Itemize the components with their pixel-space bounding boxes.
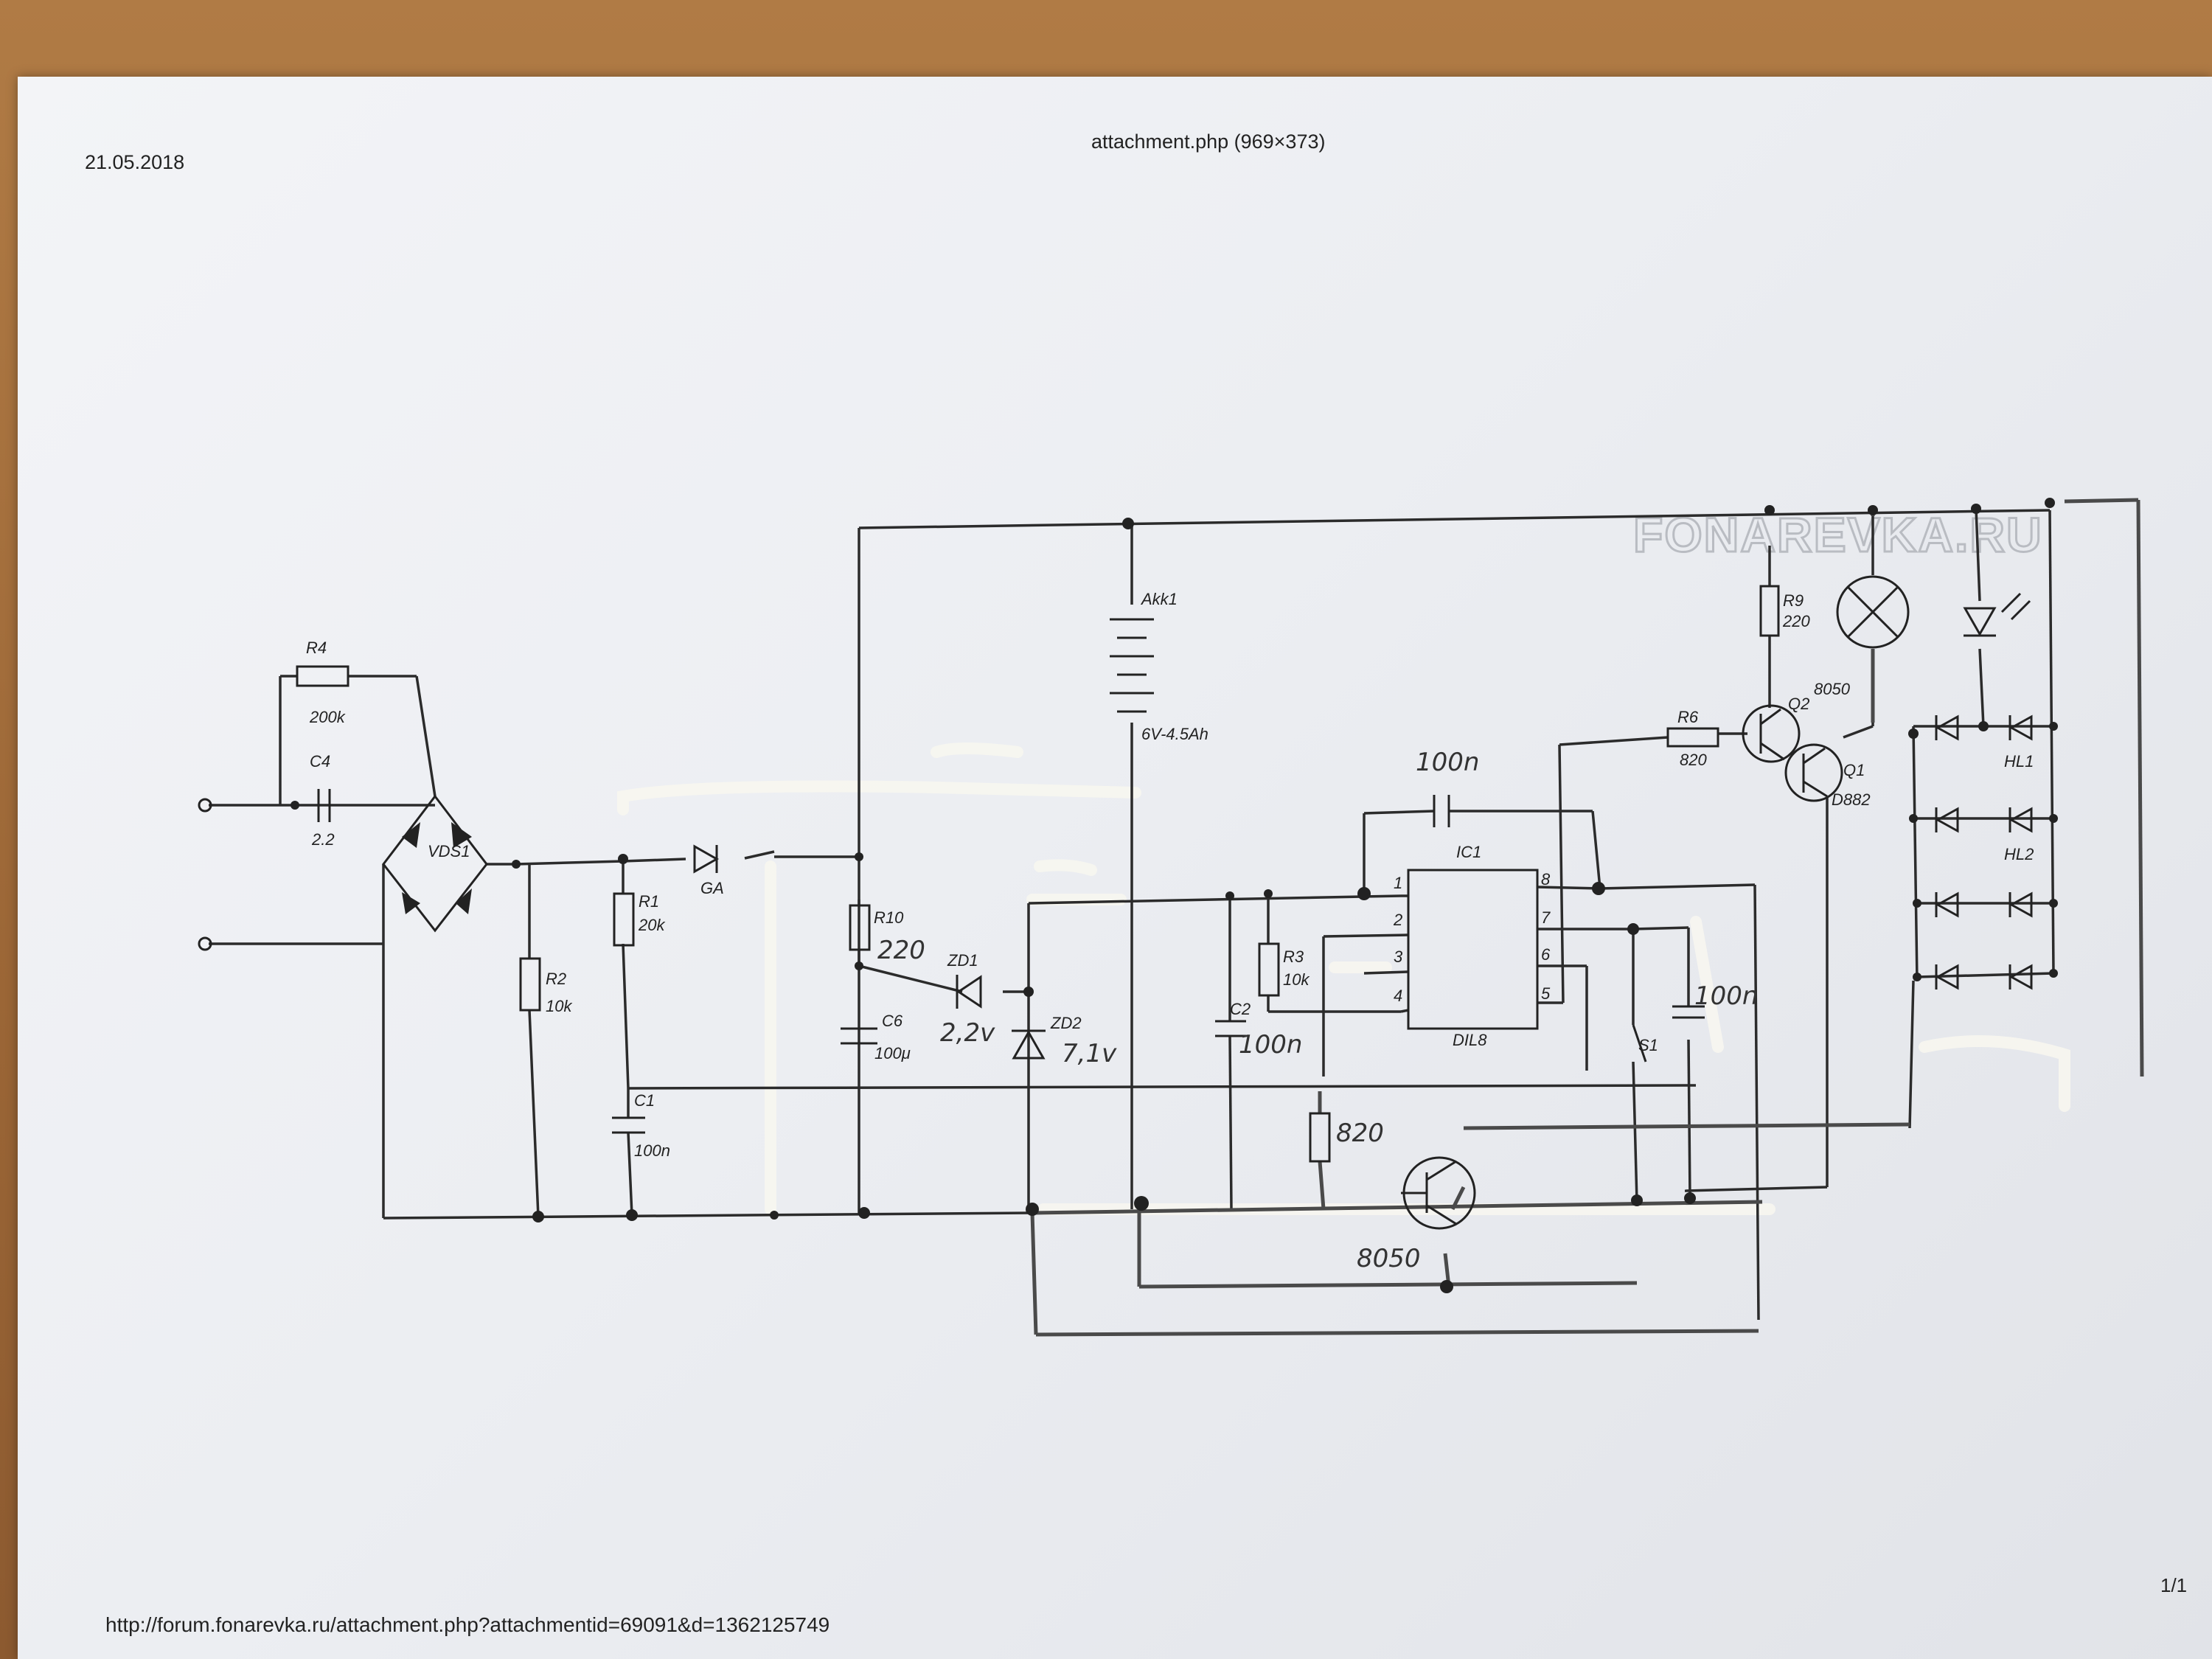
- svg-text:8050: 8050: [1357, 1244, 1421, 1273]
- capacitor-right: 100n: [1672, 981, 1758, 1019]
- svg-text:100n: 100n: [1416, 748, 1479, 777]
- svg-text:100n: 100n: [1694, 981, 1758, 1011]
- led-icon: [1935, 891, 2033, 918]
- svg-text:R10: R10: [874, 908, 904, 927]
- svg-text:C4: C4: [310, 752, 330, 771]
- svg-text:ZD1: ZD1: [947, 951, 978, 970]
- capacitor-c6: C6 100μ: [841, 1012, 911, 1062]
- led-icon: [1935, 807, 2033, 833]
- svg-text:7,1v: 7,1v: [1062, 1039, 1117, 1068]
- svg-text:Q2: Q2: [1788, 695, 1809, 713]
- svg-text:C2: C2: [1230, 1000, 1251, 1018]
- svg-text:2.2: 2.2: [311, 830, 335, 849]
- led-icon: [1935, 964, 2033, 990]
- ic1-chip: IC1 DIL8 1 2 3 4 8 7 6 5: [1393, 843, 1551, 1049]
- resistor-hand-820: 820: [1309, 1112, 1384, 1163]
- print-title: attachment.php (969×373): [1091, 131, 1326, 153]
- svg-text:7: 7: [1541, 908, 1551, 927]
- svg-text:20k: 20k: [638, 916, 665, 934]
- svg-text:R9: R9: [1783, 591, 1804, 610]
- resistor-r6: R6 820: [1666, 708, 1719, 769]
- print-date: 21.05.2018: [85, 151, 185, 173]
- led-icon: [1935, 714, 2033, 741]
- junction-dots: [291, 498, 2058, 1293]
- svg-text:DIL8: DIL8: [1453, 1031, 1487, 1049]
- transistor-q1: Q1 D882: [1784, 743, 1871, 809]
- svg-text:220: 220: [1782, 612, 1810, 630]
- capacitor-c1: C1 100n: [612, 1091, 670, 1160]
- svg-text:8050: 8050: [1814, 680, 1851, 698]
- led-top-icon: [1963, 592, 2031, 637]
- svg-text:2: 2: [1393, 911, 1402, 929]
- svg-text:820: 820: [1680, 751, 1707, 769]
- svg-text:5: 5: [1541, 984, 1551, 1003]
- transistor-hand-8050: 8050: [1357, 1156, 1476, 1273]
- svg-text:C1: C1: [634, 1091, 655, 1110]
- resistor-r3: R3 10k: [1258, 942, 1310, 997]
- svg-text:220: 220: [877, 936, 925, 965]
- zener-zd2: ZD2 7,1v: [1012, 1014, 1117, 1068]
- wires: [209, 508, 2055, 1321]
- svg-text:R3: R3: [1283, 947, 1304, 966]
- transistor-q2: Q2 8050: [1742, 680, 1851, 763]
- svg-text:S1: S1: [1638, 1036, 1658, 1054]
- resistor-r9: R9 220: [1759, 585, 1810, 637]
- resistor-r2: R2 10k: [519, 957, 572, 1015]
- page-number: 1/1: [2160, 1574, 2188, 1596]
- svg-text:100n: 100n: [1239, 1030, 1302, 1060]
- print-url: http://forum.fonarevka.ru/attachment.php…: [105, 1613, 830, 1636]
- svg-text:10k: 10k: [1283, 970, 1310, 989]
- svg-text:IC1: IC1: [1456, 843, 1481, 861]
- diode-main: GA: [693, 844, 724, 897]
- svg-text:6V-4.5Ah: 6V-4.5Ah: [1141, 725, 1208, 743]
- capacitor-c2: C2 100n: [1215, 1000, 1302, 1060]
- capacitor-c4: C4 2.2: [310, 752, 335, 849]
- svg-text:8: 8: [1541, 870, 1551, 888]
- svg-text:Akk1: Akk1: [1140, 590, 1178, 608]
- zener-zd1: ZD1 2,2v: [940, 951, 995, 1048]
- svg-text:100n: 100n: [634, 1141, 670, 1160]
- svg-text:R1: R1: [639, 892, 659, 911]
- battery-akk1: Akk1 6V-4.5Ah: [1110, 590, 1208, 743]
- svg-text:ZD2: ZD2: [1050, 1014, 1082, 1032]
- svg-text:6: 6: [1541, 945, 1551, 964]
- svg-text:100μ: 100μ: [874, 1044, 911, 1062]
- resistor-r4: R4 200k: [296, 639, 349, 726]
- svg-text:4: 4: [1394, 987, 1402, 1005]
- switch-s1: S1: [1632, 1024, 1658, 1062]
- svg-text:200k: 200k: [309, 708, 346, 726]
- svg-text:HL1: HL1: [2004, 752, 2034, 771]
- svg-text:R2: R2: [546, 970, 566, 988]
- svg-text:Q1: Q1: [1843, 761, 1865, 779]
- capacitor-top: 100n: [1416, 748, 1479, 827]
- led-matrix: HL1 HL2: [1935, 714, 2034, 990]
- svg-text:1: 1: [1394, 874, 1402, 892]
- bridge-rectifier-vds1: VDS1: [382, 794, 488, 933]
- input-terminals: [198, 798, 212, 951]
- resistor-r10: R10 220: [849, 904, 925, 965]
- svg-text:3: 3: [1394, 947, 1403, 966]
- resistor-r1: R1 20k: [613, 892, 665, 947]
- lamp-icon: [1836, 575, 1910, 649]
- svg-text:10k: 10k: [546, 997, 572, 1015]
- svg-text:2,2v: 2,2v: [940, 1018, 995, 1048]
- svg-text:R6: R6: [1677, 708, 1699, 726]
- svg-text:C6: C6: [882, 1012, 903, 1030]
- svg-text:GA: GA: [700, 879, 724, 897]
- svg-text:HL2: HL2: [2004, 845, 2034, 863]
- svg-text:820: 820: [1336, 1119, 1384, 1148]
- svg-text:VDS1: VDS1: [428, 842, 470, 860]
- svg-text:D882: D882: [1832, 790, 1871, 809]
- svg-text:R4: R4: [306, 639, 327, 657]
